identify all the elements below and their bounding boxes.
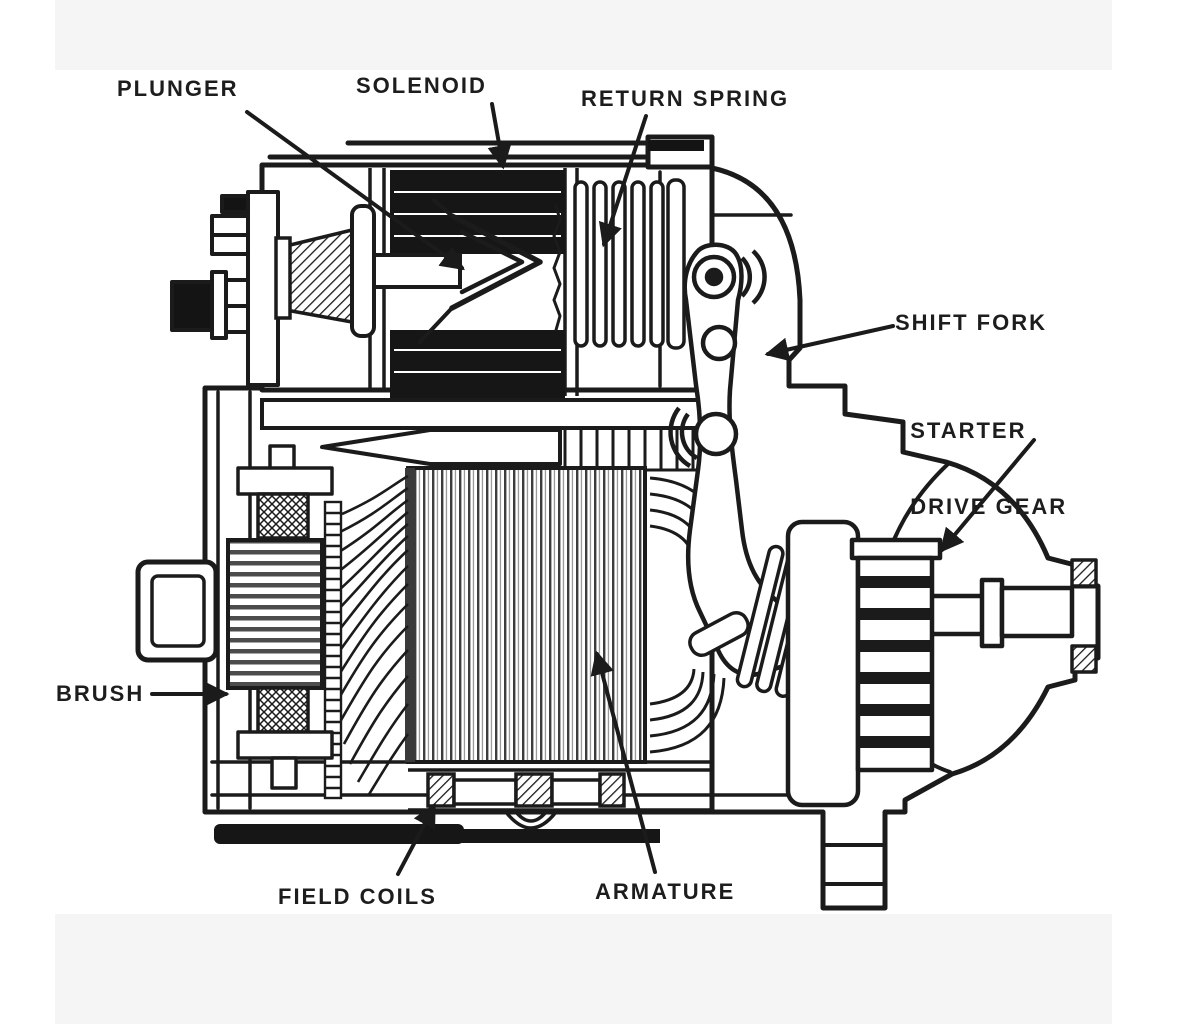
brush-upper [256,492,310,540]
drive-assembly [785,519,1098,808]
label-brush: BRUSH [56,681,145,706]
label-solenoid: SOLENOID [356,73,487,98]
plunger-spring [274,204,376,338]
field-coil-center [514,772,554,808]
starter-drive-gear-leader-arrow [939,438,1036,553]
pinion-gear [855,555,935,773]
field-coil-assembly [408,768,712,830]
label-field-coils: FIELD COILS [278,884,437,909]
solenoid-leader-arrow [487,102,512,170]
output-shaft [999,585,1075,639]
label-shift-fork: SHIFT FORK [895,310,1047,335]
label-starter-drive-gear: STARTER DRIVE GEAR [894,374,1067,526]
label-armature: ARMATURE [595,879,736,904]
plunger-core [418,198,562,344]
label-starter-drive-gear-line2: DRIVE GEAR [910,494,1068,519]
shift-fork-leader-arrow [764,324,895,362]
brush-lower [256,686,310,734]
label-plunger: PLUNGER [117,76,239,101]
armature-leader-arrow [590,650,657,874]
brush-assembly [236,444,334,790]
commutator [226,538,324,690]
base-bars [214,824,660,844]
label-return-spring: RETURN SPRING [581,86,790,111]
callout-arrows [150,102,1036,876]
shaft-collar [979,577,1005,649]
field-coil-right [598,772,626,808]
field-coils-leader-arrow [396,802,436,876]
shaft-bushing-upper [1070,558,1098,588]
return-spring-leader-arrow [598,114,648,248]
shaft-bushing-lower [1070,644,1098,674]
solenoid-assembly [274,168,686,398]
return-spring-coils [573,178,686,350]
armature-core [405,466,647,764]
plunger-leader-arrow [245,110,465,271]
label-starter-drive-gear-line1: STARTER [910,418,1027,443]
overrunning-clutch [785,519,861,808]
battery-terminals [170,190,280,387]
field-coil-left [426,772,456,808]
armature-assembly [226,398,726,800]
armature-windings-left [334,474,410,797]
